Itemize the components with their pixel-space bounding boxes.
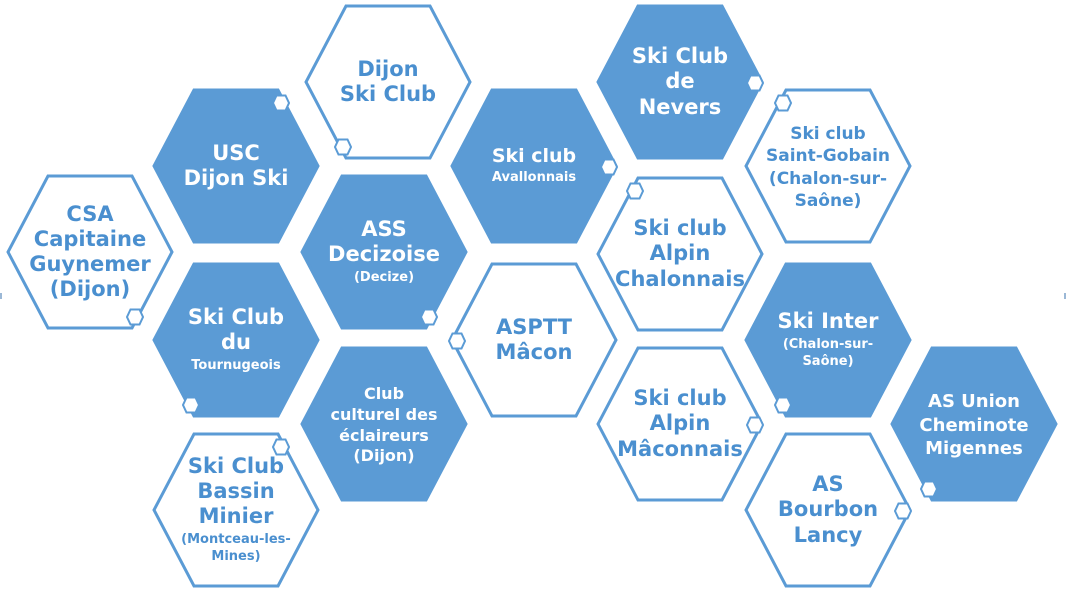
- hex-label: Club culturel des éclaireurs (Dijon): [320, 381, 448, 467]
- hex-ski-club-alpin-maconnais: Ski club Alpin Mâconnais: [596, 346, 765, 502]
- hex-dijon-ski-club: Dijon Ski Club: [304, 4, 472, 160]
- mini-hex-icon: [419, 308, 439, 326]
- hexagon-shape: [744, 262, 912, 418]
- hex-ski-club-du-tournugeois: Ski Club du Tournugeois: [152, 262, 320, 418]
- mini-hex-icon: [333, 138, 353, 156]
- club-location: AS Union Cheminote Migennes: [919, 391, 1029, 460]
- mini-hex-icon: [271, 94, 291, 112]
- mini-hex-icon: [919, 480, 939, 498]
- hexagon-shape: [744, 88, 912, 244]
- left-edge-marker: [0, 293, 2, 299]
- hexagon-shape: [6, 174, 174, 330]
- hexagon-shape: [450, 88, 618, 244]
- hex-label: Ski Club du Tournugeois: [172, 305, 300, 375]
- hexagon-shape: [152, 88, 320, 244]
- club-location: (Montceau-les- Mines): [181, 532, 291, 565]
- hex-ski-club-saint-gobain: Ski club Saint-Gobain (Chalon-sur-Saône): [744, 88, 912, 244]
- club-name: ASPTT Mâcon: [495, 314, 573, 364]
- club-name: Dijon Ski Club: [339, 56, 437, 106]
- right-edge-marker: [1064, 293, 1066, 299]
- hex-label: Ski Club de Nevers: [616, 44, 744, 120]
- hex-label: Ski Inter (Chalon-sur- Saône): [764, 309, 892, 371]
- hex-club-culturel-eclaireurs: Club culturel des éclaireurs (Dijon): [300, 346, 468, 502]
- hexagon-shape: [596, 346, 764, 502]
- hexagon-shape: [744, 432, 912, 588]
- mini-hex-icon: [125, 308, 145, 326]
- hex-ski-inter: Ski Inter (Chalon-sur- Saône): [744, 262, 912, 418]
- mini-hex-icon: [773, 396, 793, 414]
- hex-label: ASS Decizoise (Decize): [320, 217, 448, 287]
- hex-label: Ski club Alpin Mâconnais: [616, 386, 744, 462]
- hex-ski-club-bassin-minier: Ski Club Bassin Minier(Montceau-les- Min…: [152, 432, 320, 588]
- club-location: (Decize): [353, 270, 415, 286]
- club-name: Ski Club de Nevers: [631, 44, 729, 119]
- hex-ass-decizoise: ASS Decizoise (Decize): [300, 174, 468, 330]
- hexagon-shape: [596, 176, 764, 332]
- club-location: Club culturel des éclaireurs (Dijon): [330, 383, 438, 466]
- mini-hex-icon: [625, 182, 645, 200]
- mini-hex-icon: [447, 332, 467, 350]
- club-location: Ski club Saint-Gobain (Chalon-sur-Saône): [765, 124, 891, 211]
- club-name: Ski club Alpin Chalonnais: [615, 216, 745, 291]
- hex-label: ASPTT Mâcon: [470, 315, 598, 365]
- hex-label: Dijon Ski Club: [324, 57, 452, 107]
- club-name: Ski Club Bassin Minier: [187, 453, 285, 529]
- mini-hex-icon: [271, 438, 291, 456]
- hexagon-shape: [596, 4, 764, 160]
- hex-label: CSA Capitaine Guynemer (Dijon): [26, 202, 154, 303]
- club-name: CSA Capitaine Guynemer (Dijon): [29, 201, 151, 302]
- club-name: USC Dijon Ski: [183, 140, 289, 190]
- club-name: ASS Decizoise: [328, 216, 440, 267]
- hex-label: Ski club Alpin Chalonnais: [615, 216, 745, 292]
- hex-ski-club-de-nevers: Ski Club de Nevers: [596, 4, 765, 160]
- club-location: (Chalon-sur- Saône): [782, 337, 874, 370]
- hex-as-bourbon-lancy: AS Bourbon Lancy: [744, 432, 913, 588]
- club-name: Ski Inter: [777, 309, 879, 334]
- mini-hex-icon: [773, 94, 793, 112]
- hex-usc-dijon-ski: USC Dijon Ski: [152, 88, 320, 244]
- hex-label: AS Union Cheminote Migennes: [910, 387, 1038, 460]
- mini-hex-icon: [181, 396, 201, 414]
- club-location: Tournugeois: [191, 358, 281, 374]
- hexagon-shape: [152, 432, 320, 588]
- mini-hex-icon: [599, 158, 619, 176]
- hexagon-shape: [152, 262, 320, 418]
- club-location: Avallonnais: [491, 170, 577, 186]
- hex-label: AS Bourbon Lancy: [764, 472, 892, 548]
- mini-hex-icon: [745, 416, 765, 434]
- mini-hex-icon: [745, 74, 765, 92]
- mini-hex-icon: [893, 502, 913, 520]
- club-name: Ski club: [491, 144, 577, 167]
- hexagon-shape: [300, 174, 468, 330]
- hex-label: USC Dijon Ski: [172, 141, 300, 191]
- hex-as-union-cheminote-migennes: AS Union Cheminote Migennes: [890, 346, 1058, 502]
- hex-label: Ski Club Bassin Minier(Montceau-les- Min…: [172, 454, 300, 566]
- club-name: Ski Club du: [187, 304, 285, 355]
- hexagon-shape: [890, 346, 1058, 502]
- hex-label: Ski club Saint-Gobain (Chalon-sur-Saône): [764, 120, 892, 211]
- hexagon-shape: [300, 346, 468, 502]
- hex-asptt-macon: ASPTT Mâcon: [447, 262, 618, 418]
- club-name: AS Bourbon Lancy: [777, 472, 879, 547]
- hex-ski-club-alpin-chalonnais: Ski club Alpin Chalonnais: [596, 176, 764, 332]
- club-name: Ski club Alpin Mâconnais: [617, 386, 743, 461]
- hex-csa-capitaine-guynemer: CSA Capitaine Guynemer (Dijon): [6, 174, 174, 330]
- hexagon-shape: [304, 4, 472, 160]
